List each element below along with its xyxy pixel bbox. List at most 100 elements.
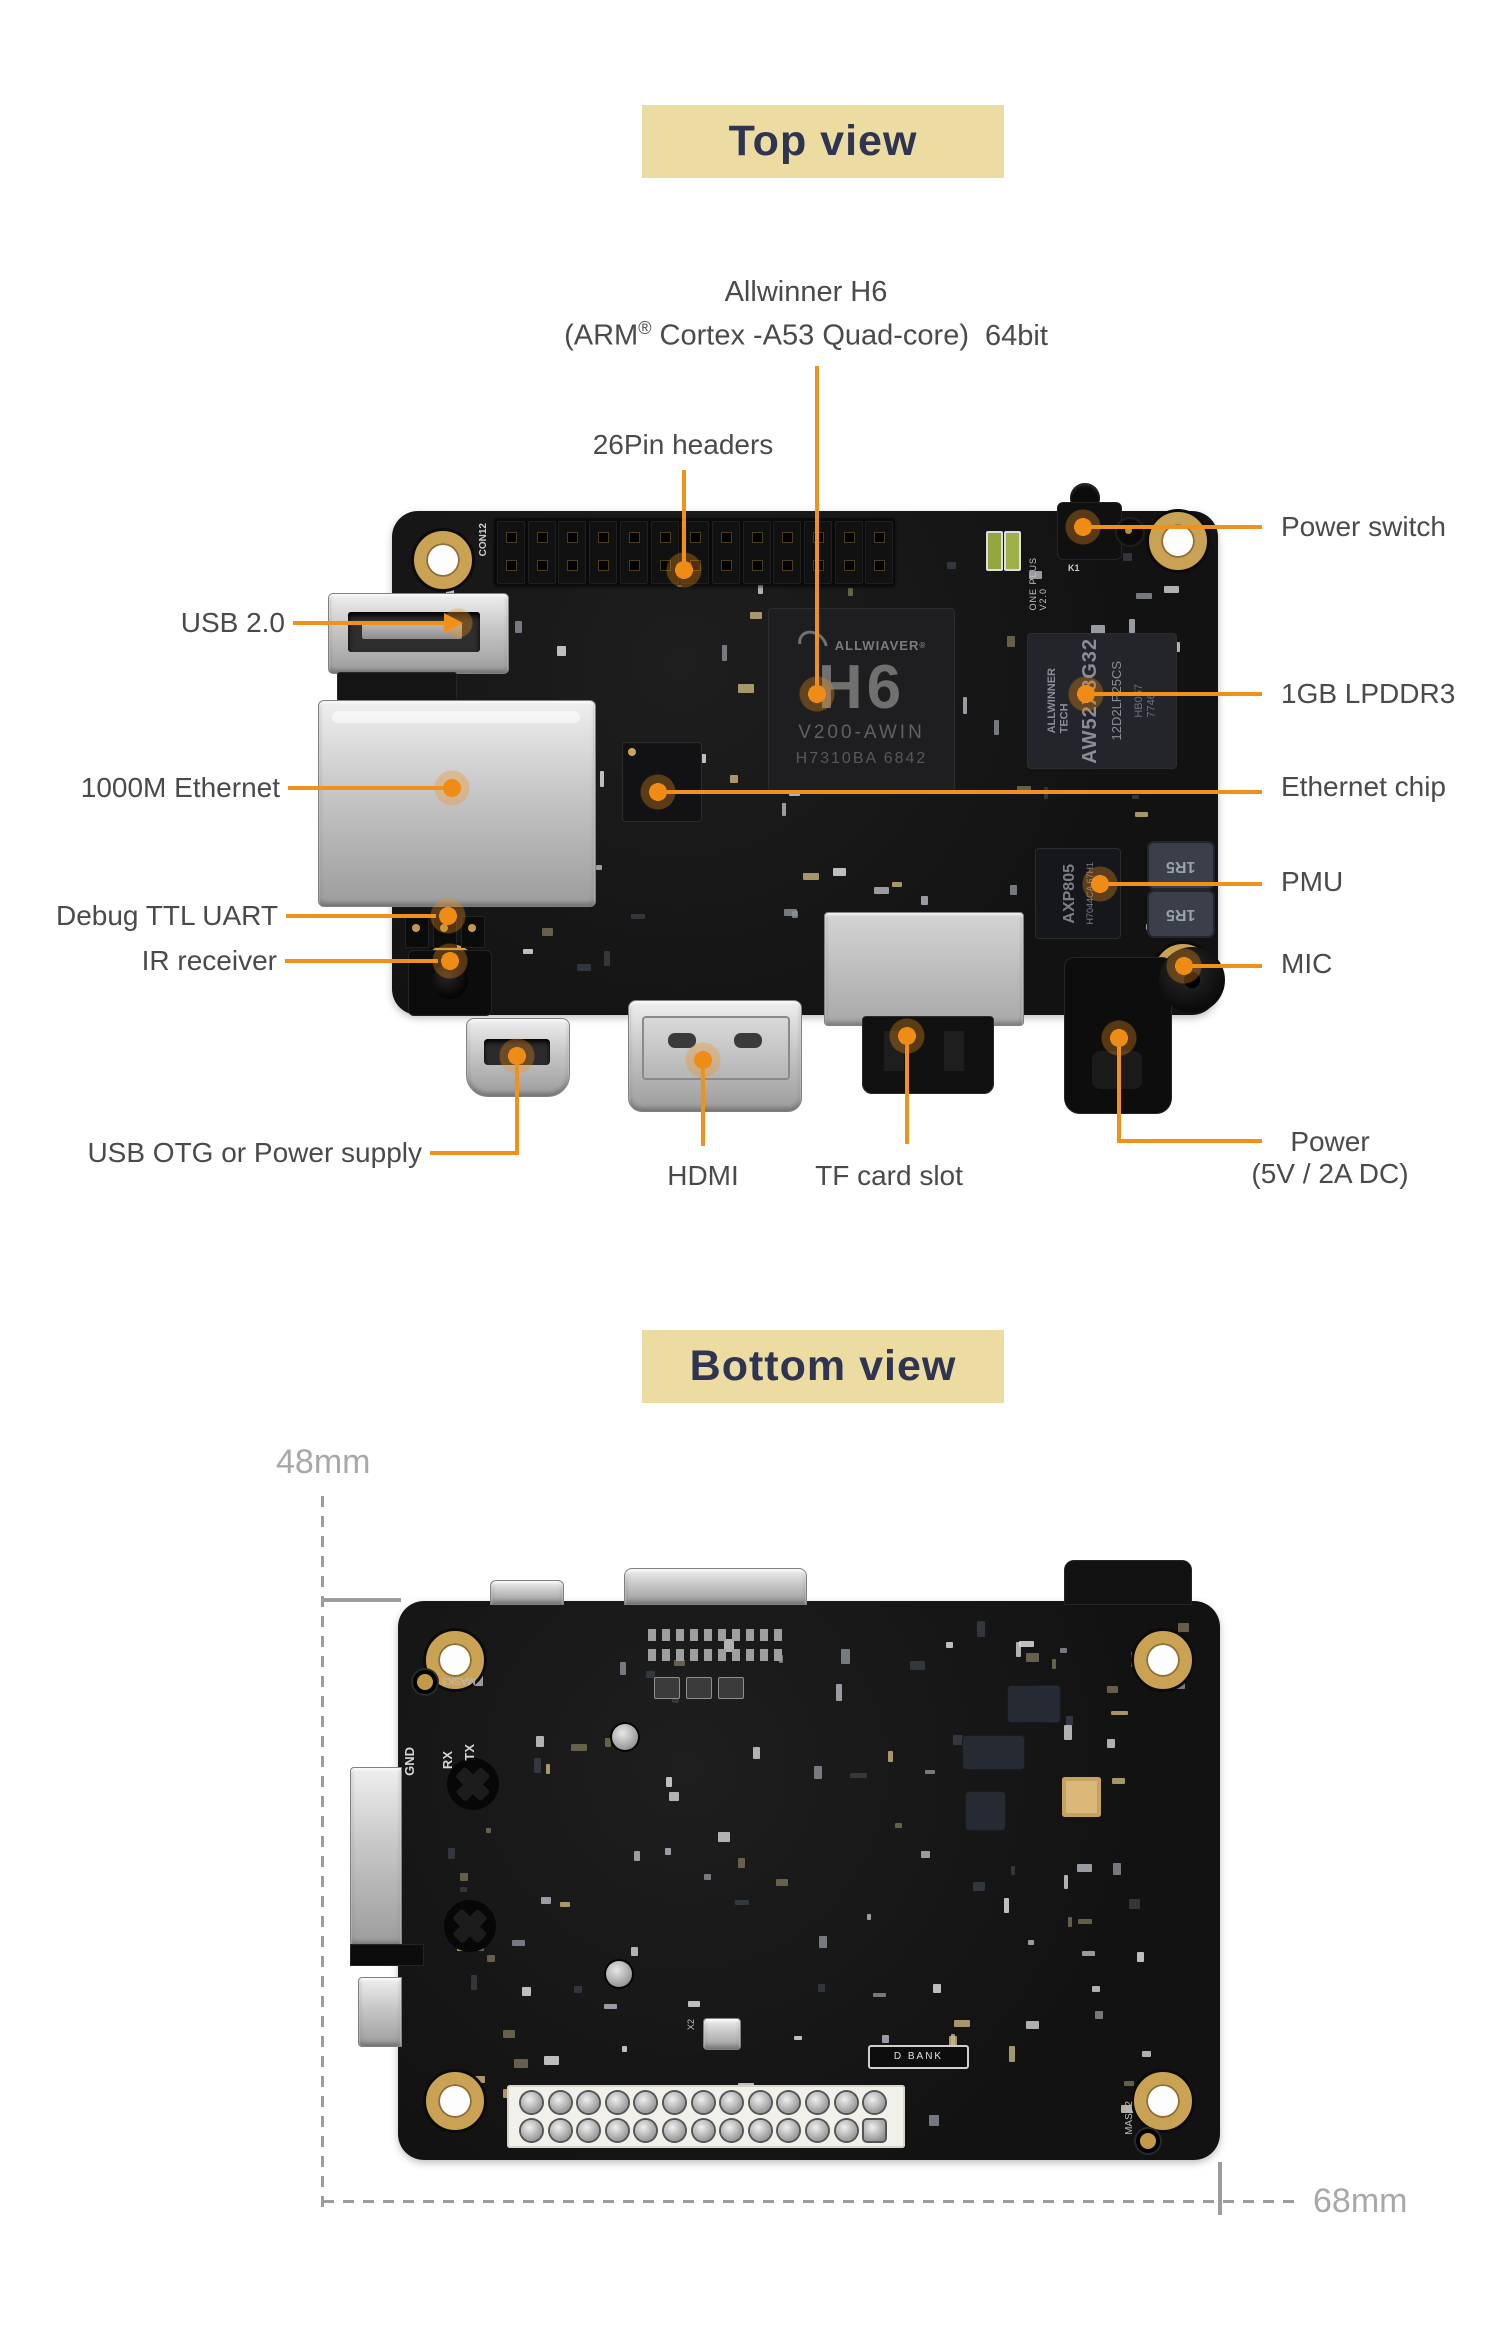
solder-pad	[778, 2120, 800, 2141]
solder-pad	[549, 2092, 571, 2113]
pin-header-callout-dot	[661, 547, 707, 593]
pin-hole	[874, 532, 886, 543]
smd-component	[522, 949, 533, 954]
otg-callout-line-v	[515, 1058, 519, 1155]
smd-component	[932, 1984, 941, 1994]
pin-hole	[843, 532, 855, 543]
smd-component	[929, 2114, 939, 2127]
smd-component	[1164, 586, 1180, 593]
mic-label: MIC	[1281, 948, 1333, 979]
smd-component	[1025, 2020, 1039, 2030]
smd-component	[734, 1899, 749, 1905]
status-led	[1004, 531, 1021, 571]
ram-label: 1GB LPDDR3	[1281, 678, 1456, 709]
power-switch-callout-dot	[1060, 504, 1106, 550]
smd-component	[576, 964, 592, 972]
smd-component	[895, 1822, 903, 1829]
mic-callout-line	[1192, 964, 1262, 968]
solder-pad	[521, 2092, 542, 2113]
ram-callout-line	[1094, 692, 1262, 696]
pad-strip	[507, 2085, 905, 2148]
ram-callout-dot	[1063, 671, 1109, 717]
smd-component	[947, 562, 956, 569]
mic-callout-dot	[1161, 943, 1207, 989]
smd-component	[872, 1992, 886, 1998]
inductor-1r5: 1R5	[1147, 841, 1215, 890]
smd-component	[881, 2035, 889, 2044]
silkscreen-x2: X2	[686, 2019, 696, 2031]
silkscreen-mask2: MASK2	[1124, 2101, 1135, 2135]
usb2-callout-glow	[438, 603, 478, 643]
smd-component	[1175, 1680, 1185, 1689]
pin-hole	[536, 532, 548, 543]
solder-pad	[606, 2092, 628, 2113]
pin-header-column	[711, 521, 740, 584]
mount-hole	[1134, 1631, 1192, 1689]
pin-hole	[720, 532, 732, 543]
smd-component	[1065, 1715, 1074, 1725]
smd-component	[703, 1874, 711, 1881]
smd-component	[832, 867, 846, 877]
smd-component	[546, 1764, 551, 1774]
mask3-pad	[417, 1674, 433, 1690]
smd-component	[630, 1946, 638, 1956]
smd-component	[1121, 2105, 1139, 2114]
uart-callout-line	[286, 914, 436, 918]
pin-header-column	[497, 521, 525, 584]
smd-component	[668, 1792, 680, 1801]
smd-component	[1028, 1939, 1034, 1946]
smd-component	[750, 612, 763, 620]
solder-pad	[692, 2092, 714, 2113]
smd-component	[470, 2076, 485, 2084]
dim-width-dashed-line	[323, 2200, 1298, 2203]
dim-top-tick	[323, 1598, 401, 1602]
smd-component	[1130, 1658, 1136, 1667]
tf-card-notch	[944, 1031, 964, 1071]
smd-component	[953, 1735, 963, 1746]
solder-pad	[635, 2092, 657, 2113]
smd-component	[622, 2046, 627, 2053]
dim-height-label: 48mm	[276, 1443, 371, 1481]
smd-component	[543, 2056, 559, 2065]
smd-component	[570, 1743, 587, 1752]
hdmi-solder-pads	[648, 1629, 784, 1641]
power-callout-line-h	[1117, 1139, 1262, 1143]
smd-component	[604, 950, 610, 967]
pin-hole	[843, 560, 855, 571]
dim-width-label: 68mm	[1313, 2182, 1408, 2220]
smd-component	[1059, 1648, 1068, 1654]
smd-component	[775, 1878, 789, 1887]
top-view-title: Top view	[642, 105, 1004, 178]
pin-hole	[628, 560, 640, 571]
power-label: Power(5V / 2A DC)	[1251, 1126, 1409, 1189]
smd-component	[1095, 2010, 1103, 2020]
silkscreen-gnd: GND	[402, 1747, 417, 1776]
smd-component	[794, 2036, 803, 2041]
screw	[612, 1724, 638, 1750]
smd-component	[758, 580, 764, 595]
smd-component	[1142, 2051, 1152, 2058]
hdmi-port-opening	[734, 1033, 762, 1048]
mask2-pad	[1140, 2133, 1156, 2149]
cpu-callout-line	[815, 366, 819, 696]
smd-component	[949, 2036, 958, 2050]
pin-hole	[598, 532, 610, 543]
solder-pad	[606, 2120, 628, 2141]
hdmi-back	[624, 1568, 807, 1605]
smd-component	[730, 775, 738, 783]
pin-header-column	[865, 521, 894, 584]
smd-component	[1051, 1658, 1057, 1670]
pin-header-column	[834, 521, 863, 584]
smd-component	[673, 1660, 685, 1667]
smd-component	[1091, 1986, 1101, 1992]
board-hole	[1115, 517, 1145, 547]
pin-hole	[874, 560, 886, 571]
solder-pad	[749, 2120, 771, 2141]
smd-component	[665, 1848, 671, 1855]
hdmi-callout-line	[701, 1062, 705, 1146]
usb2-label: USB 2.0	[180, 607, 285, 638]
smd-component	[1063, 1724, 1073, 1740]
smd-component	[1106, 1685, 1118, 1694]
smd-component	[459, 1873, 468, 1882]
